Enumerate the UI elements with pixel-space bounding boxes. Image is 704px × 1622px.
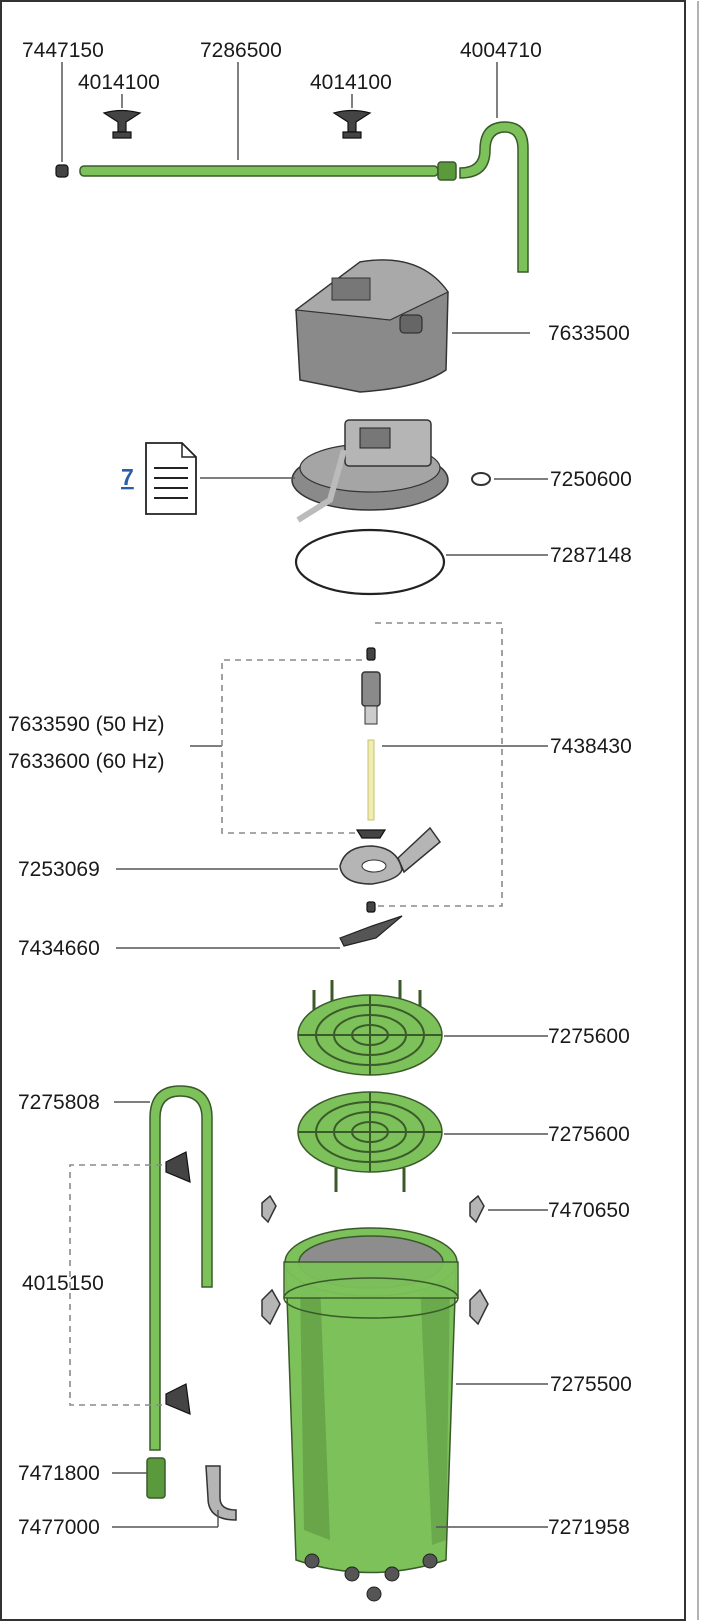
ceramic-shaft-part bbox=[367, 739, 375, 821]
label-7275500: 7275500 bbox=[550, 1373, 632, 1396]
intake-strainer-part bbox=[146, 1457, 166, 1499]
label-7471800: 7471800 bbox=[18, 1462, 100, 1485]
axle-bearing-part bbox=[366, 901, 376, 913]
label-4015150: 4015150 bbox=[22, 1272, 104, 1295]
spray-bar-part bbox=[79, 165, 439, 177]
label-7470650: 7470650 bbox=[548, 1199, 630, 1222]
rotor-top-bearing-part bbox=[366, 647, 376, 661]
pump-head-base-part bbox=[291, 419, 449, 523]
intake-suction-cup-part-b bbox=[165, 1383, 191, 1415]
label-7447150: 7447150 bbox=[22, 39, 104, 62]
label-7253069: 7253069 bbox=[18, 858, 100, 881]
pump-head-cover-part bbox=[294, 259, 449, 393]
label-7286500: 7286500 bbox=[200, 39, 282, 62]
label-4014100-b: 4014100 bbox=[310, 71, 392, 94]
latch-clip-part-a bbox=[261, 1194, 277, 1224]
label-7633590: 7633590 (50 Hz) bbox=[8, 713, 164, 736]
label-4004710: 4004710 bbox=[460, 39, 542, 62]
suction-clip-part-b bbox=[342, 131, 362, 139]
filter-grid-bottom-part bbox=[297, 1091, 443, 1192]
latch-clip-part-d bbox=[469, 1288, 489, 1326]
rotor-part bbox=[361, 671, 381, 707]
label-7275600-b: 7275600 bbox=[548, 1123, 630, 1146]
label-7434660: 7434660 bbox=[18, 937, 100, 960]
impeller-part bbox=[339, 915, 403, 947]
latch-clip-part-b bbox=[469, 1194, 485, 1224]
label-4014100-a: 4014100 bbox=[78, 71, 160, 94]
rotor-assembly bbox=[339, 647, 442, 947]
suction-cup-part-b bbox=[332, 109, 372, 133]
doc-reference-link[interactable]: 7 bbox=[121, 464, 134, 490]
elbow-pipe-part bbox=[459, 121, 529, 273]
spray-bar-assembly bbox=[55, 109, 529, 273]
label-7633600: 7633600 (60 Hz) bbox=[8, 750, 164, 773]
suction-cup-part-a bbox=[102, 109, 142, 133]
intake-pipe-part bbox=[149, 1085, 213, 1451]
rotor-bottom-bearing-part bbox=[355, 829, 387, 839]
label-7438430: 7438430 bbox=[550, 735, 632, 758]
label-7275600-a: 7275600 bbox=[548, 1025, 630, 1048]
label-7633500: 7633500 bbox=[548, 322, 630, 345]
suction-clip-part-a bbox=[112, 131, 132, 139]
diagram-border bbox=[0, 0, 686, 1621]
part-labels: 7447150 7286500 4014100 4014100 4004710 … bbox=[8, 39, 632, 1539]
grouping-brackets bbox=[69, 622, 503, 1406]
tube-elbow-part bbox=[205, 1465, 237, 1521]
document-icon[interactable] bbox=[145, 442, 197, 515]
sealing-ring-part bbox=[294, 528, 446, 596]
label-7250600: 7250600 bbox=[550, 468, 632, 491]
filter-grid-top-part bbox=[297, 980, 443, 1076]
o-ring-part bbox=[471, 472, 491, 486]
label-7477000: 7477000 bbox=[18, 1516, 100, 1539]
spray-bar-connector-part bbox=[437, 161, 457, 181]
end-cap-part bbox=[55, 164, 69, 178]
filter-canister-part bbox=[283, 1227, 459, 1602]
label-7275808: 7275808 bbox=[18, 1091, 100, 1114]
label-7271958: 7271958 bbox=[548, 1516, 630, 1539]
leader-lines bbox=[61, 62, 548, 1528]
label-7287148: 7287148 bbox=[550, 544, 632, 567]
latch-clip-part-c bbox=[261, 1288, 281, 1326]
intake-suction-cup-part-a bbox=[165, 1151, 191, 1183]
